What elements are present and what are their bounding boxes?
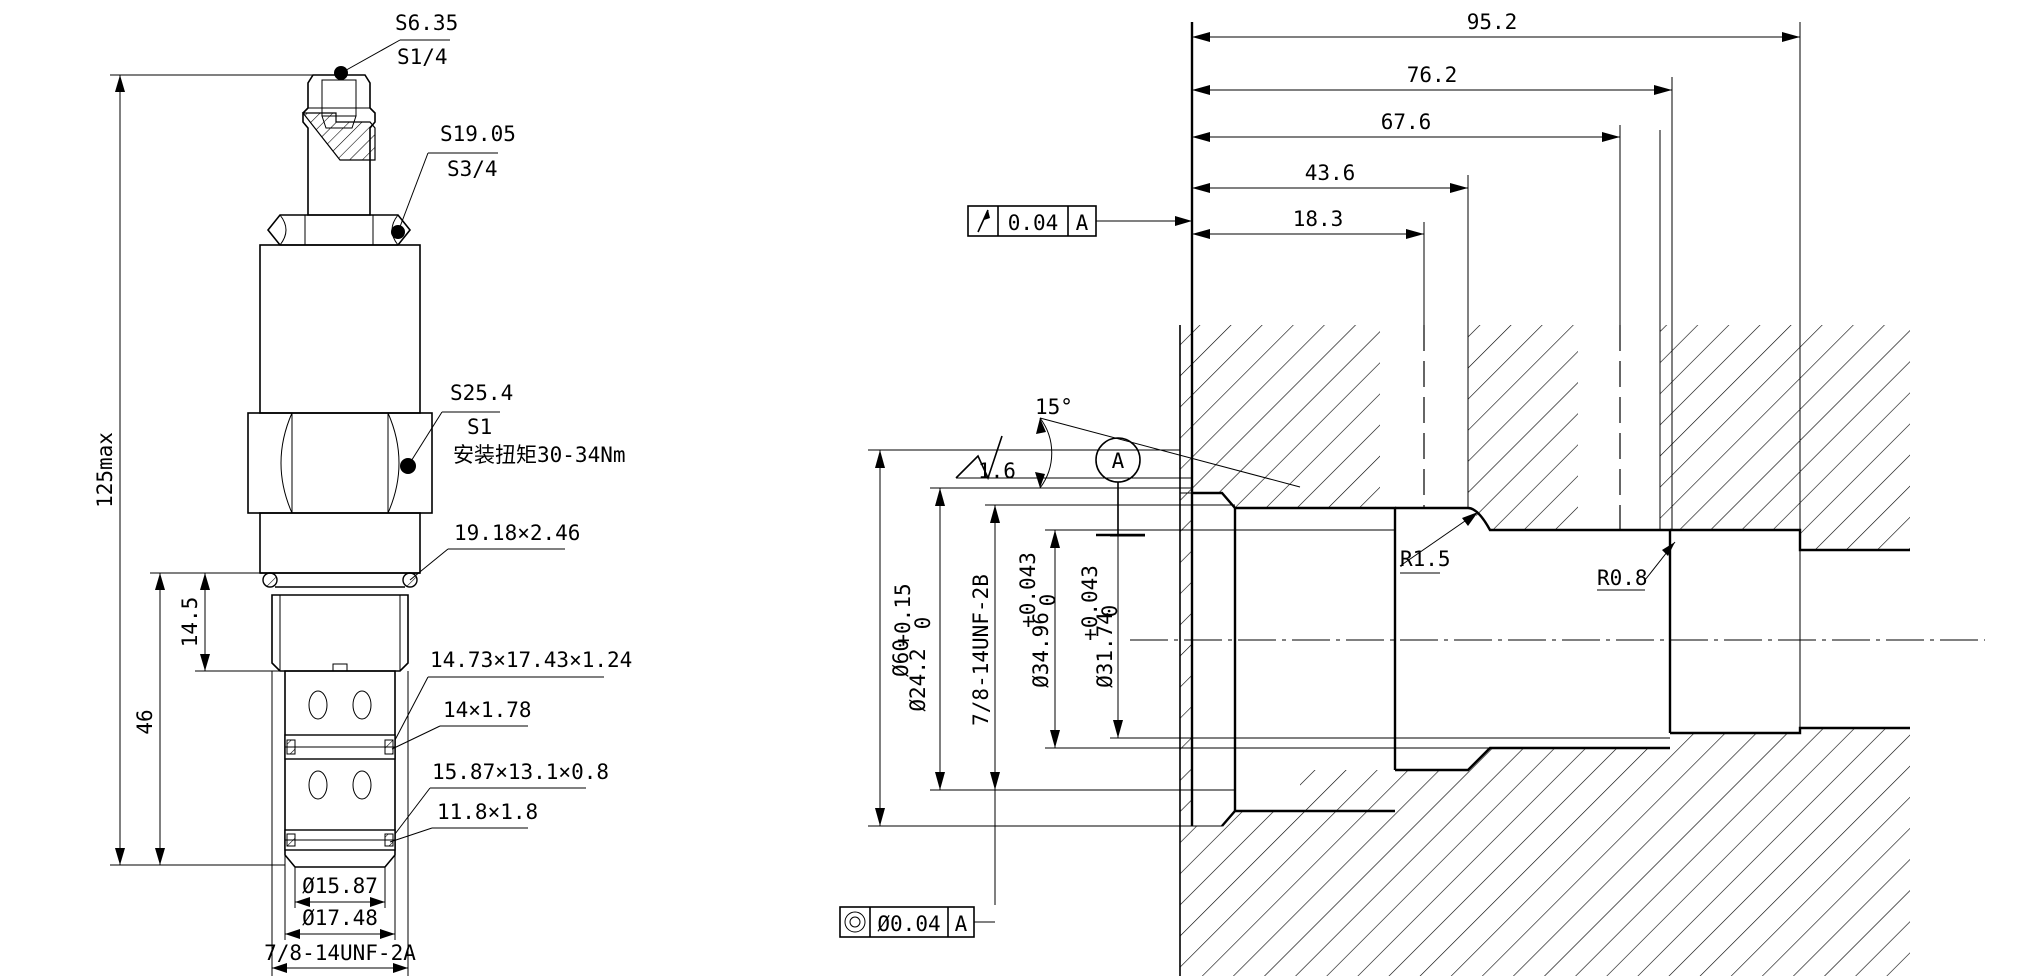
hex-large-size-1: S25.4 — [450, 381, 513, 405]
dia-1587-label: Ø15.87 — [302, 874, 378, 898]
backup-ring-1-size: 14.73×17.43×1.24 — [430, 648, 632, 672]
chamfer-angle-label: 15° — [1035, 395, 1073, 419]
dimension-18-3: 18.3 — [1192, 207, 1425, 325]
dimension-dia-1587: Ø15.87 — [294, 867, 386, 908]
cavity-section-view: 95.2 76.2 67.6 43.6 18.3 — [839, 10, 1985, 976]
runout-tolerance-value: 0.04 — [1008, 211, 1059, 235]
hex-mid-size-1: S19.05 — [440, 122, 516, 146]
concentricity-datum-ref: A — [955, 912, 968, 936]
o-ring-top — [260, 572, 420, 588]
dia-24-2-tol-lower: 0 — [911, 617, 935, 630]
dia-31-74-tol-upper: +0.043 — [1078, 565, 1102, 641]
dia-1748-label: Ø17.48 — [302, 906, 378, 930]
surface-roughness: 1.6 — [955, 435, 1192, 483]
callout-hex-small: S6.35 S1/4 — [334, 11, 458, 80]
dim-76-2-label: 76.2 — [1407, 63, 1458, 87]
runout-tolerance-frame: 0.04 A — [967, 205, 1192, 237]
callout-oring-bottom: 11.8×1.8 — [389, 800, 538, 843]
callout-oring-mid: 14×1.78 — [391, 698, 532, 750]
dimension-46: 46 — [133, 572, 260, 865]
callout-backup-ring-1: 14.73×17.43×1.24 — [394, 648, 632, 741]
oring-bottom-size: 11.8×1.8 — [437, 800, 538, 824]
dimension-dia-31-74: Ø31.74 +0.043 0 — [1078, 535, 1670, 739]
thread-2b-label: 7/8-14UNF-2B — [969, 574, 993, 726]
radius-0-8-callout: R0.8 — [1597, 541, 1676, 591]
datum-a-label: A — [1112, 449, 1125, 473]
dia-60-label: Ø60 — [889, 639, 913, 677]
dim-18-3-label: 18.3 — [1293, 207, 1344, 231]
dimension-43-6: 43.6 — [1192, 161, 1469, 193]
radius-0-8-label: R0.8 — [1597, 566, 1648, 590]
concentricity-tolerance-frame: Ø0.04 A — [839, 906, 995, 938]
backup-ring-2-size: 15.87×13.1×0.8 — [432, 760, 609, 784]
dimension-dia-24-2: Ø24.2 +0.15 0 — [891, 487, 1222, 791]
dia-31-74-tol-lower: 0 — [1098, 605, 1122, 618]
dia-24-2-label: Ø24.2 — [906, 648, 930, 711]
roughness-value: 1.6 — [978, 459, 1016, 483]
dia-24-2-tol-upper: +0.15 — [891, 583, 915, 646]
dimension-dia-60: Ø60 — [868, 449, 1192, 827]
runout-datum-ref: A — [1076, 211, 1089, 235]
dimension-thread-2a: 7/8-14UNF-2A — [264, 671, 416, 976]
dimension-14-5-label: 14.5 — [178, 597, 202, 648]
dia-31-74-label: Ø31.74 — [1093, 612, 1117, 688]
oring-mid-size: 14×1.78 — [443, 698, 532, 722]
chamfer-angle: 15° — [1035, 395, 1301, 489]
adjusting-screw — [301, 74, 376, 216]
callout-backup-ring-2: 15.87×13.1×0.8 — [394, 760, 609, 835]
spool-sleeve — [284, 670, 396, 868]
threaded-section — [271, 594, 409, 672]
radius-1-5-callout: R1.5 — [1399, 511, 1479, 574]
callout-oring-top: 19.18×2.46 — [409, 521, 580, 581]
valve-body-lower — [259, 512, 421, 574]
hatched-block — [1180, 325, 1910, 976]
concentricity-tolerance-value: Ø0.04 — [877, 912, 940, 936]
datum-a-marker: A — [1095, 437, 1145, 537]
hex-small-size-1: S6.35 — [395, 11, 458, 35]
hex-mid-size-2: S3/4 — [447, 157, 498, 181]
dimension-dia-1748: Ø17.48 — [284, 855, 396, 940]
dimension-125max-label: 125max — [93, 432, 117, 508]
thread-2a-label: 7/8-14UNF-2A — [264, 941, 416, 965]
dim-43-6-label: 43.6 — [1305, 161, 1356, 185]
callout-hex-mid: S19.05 S3/4 — [391, 122, 516, 239]
dim-95-2-label: 95.2 — [1467, 10, 1518, 34]
dim-67-6-label: 67.6 — [1381, 110, 1432, 134]
dimension-14-5: 14.5 — [178, 573, 285, 672]
cartridge-valve-view: 125max 46 14.5 Ø15.87 — [93, 11, 632, 976]
hex-large-size-2: S1 — [467, 415, 492, 439]
dimension-thread-2b: 7/8-14UNF-2B — [969, 504, 1235, 905]
dimension-46-label: 46 — [133, 709, 157, 734]
dimension-76-2: 76.2 — [1192, 63, 1673, 530]
dimension-125max: 125max — [93, 74, 313, 866]
install-torque-note: 安装扭矩30-34Nm — [453, 443, 626, 467]
valve-body-upper — [259, 244, 421, 414]
callout-hex-large: S25.4 S1 安装扭矩30-34Nm — [400, 381, 626, 474]
radius-1-5-label: R1.5 — [1400, 547, 1451, 571]
oring-top-size: 19.18×2.46 — [454, 521, 580, 545]
dimension-dia-34-96: Ø34.96 +0.043 0 — [1016, 529, 1490, 749]
lock-nut — [266, 214, 412, 246]
dimension-95-2: 95.2 — [1192, 10, 1801, 550]
dia-34-96-tol-upper: +0.043 — [1016, 552, 1040, 628]
hex-small-size-2: S1/4 — [397, 45, 448, 69]
dia-34-96-tol-lower: 0 — [1036, 594, 1060, 607]
dimension-67-6: 67.6 — [1192, 110, 1621, 325]
dia-34-96-label: Ø34.96 — [1029, 612, 1053, 688]
